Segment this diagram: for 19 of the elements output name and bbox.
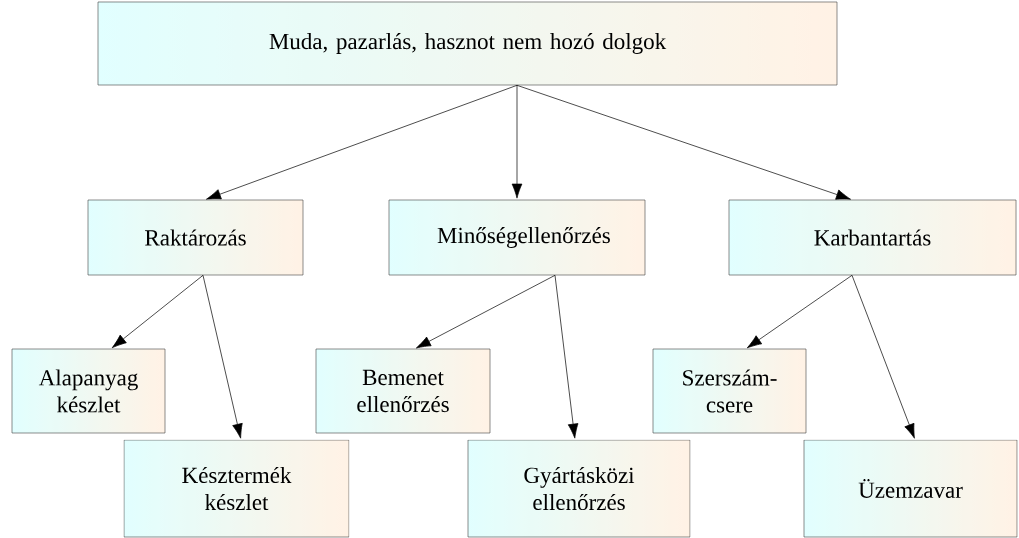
arrow [206,84,518,200]
arrow [516,84,851,200]
category-box: Karbantartás [728,199,1017,276]
arrow [746,274,853,349]
category-box: Alapanyag készlet [11,348,166,434]
category-box: Muda, pazarlás, hasznot nem hozó dolgok [97,1,838,86]
category-box: Raktározás [87,199,304,276]
arrow [202,274,243,439]
category-box: Késztermék készlet [123,439,350,538]
arrow [851,274,915,439]
arrow [111,274,204,349]
arrow [554,274,579,439]
category-box: Gyártásközi ellenőrzés [467,439,691,538]
arrow [416,274,556,349]
category-box: Bemenet ellenőrzés [315,348,491,434]
category-box: Szerszám- csere [652,348,807,434]
category-box: Minőségellenőrzés [388,199,646,276]
arrow [511,84,523,199]
category-box: Üzemzavar [803,439,1018,538]
